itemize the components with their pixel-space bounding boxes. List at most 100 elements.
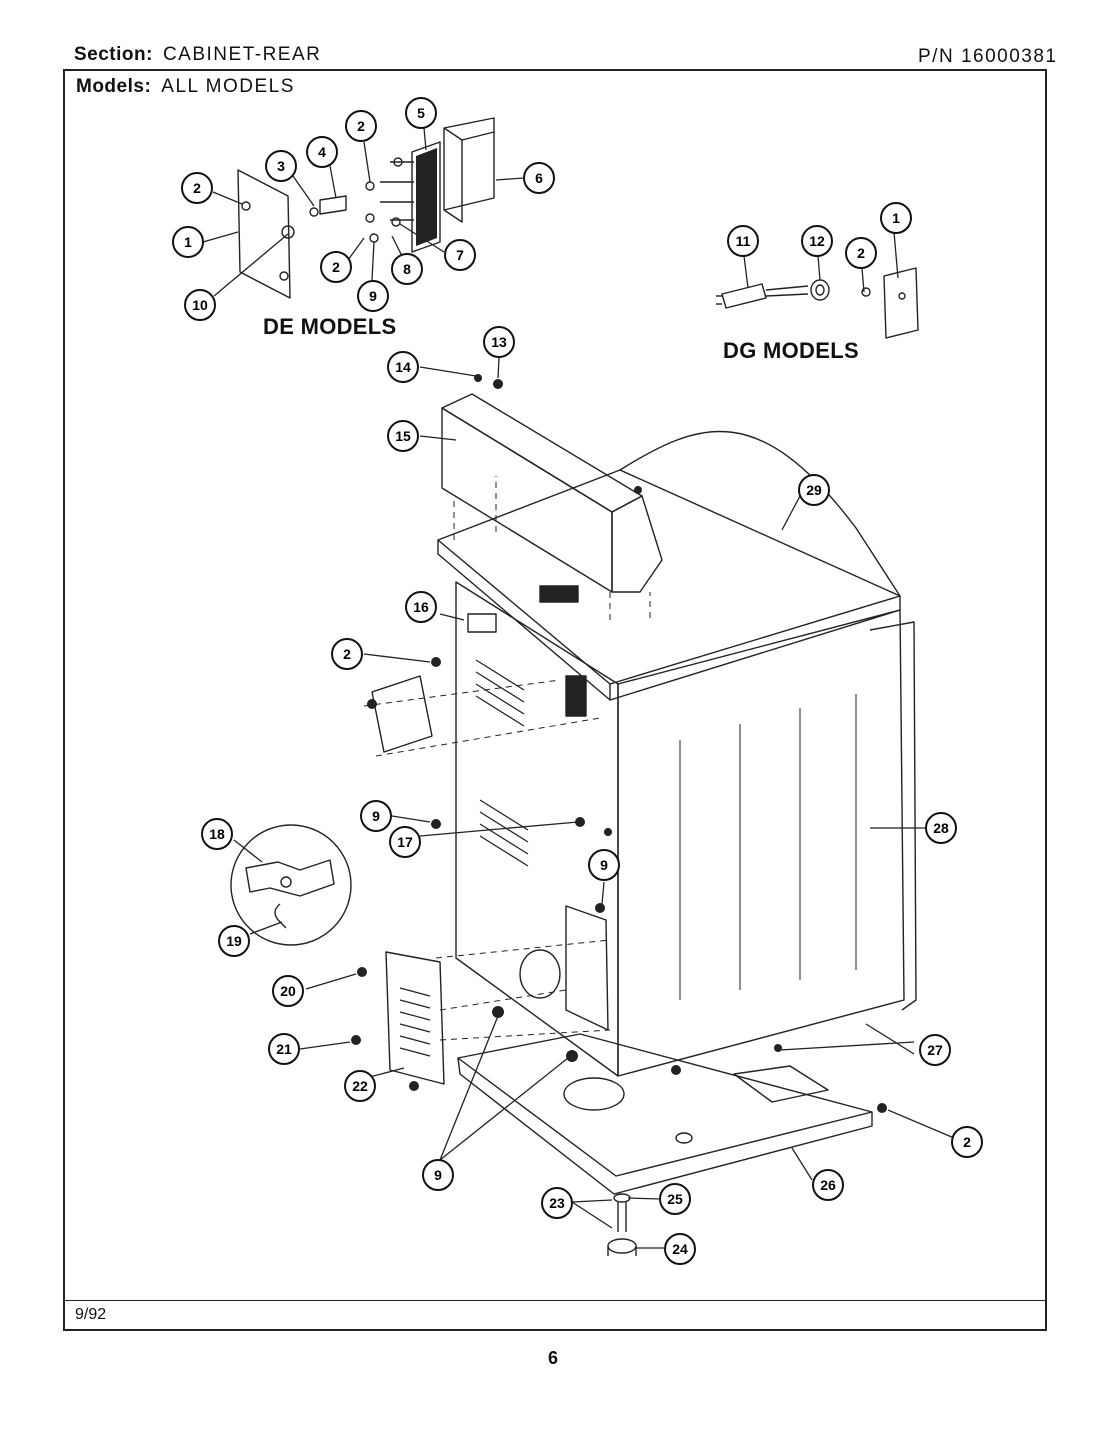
svg-text:14: 14: [395, 359, 411, 375]
callout-de-8: 8: [391, 253, 423, 285]
rear-terminal-block: [565, 675, 587, 717]
svg-text:16: 16: [413, 599, 429, 615]
top-panel-outline: [437, 469, 901, 685]
revision-date: 9/92: [75, 1306, 107, 1323]
dg-cord-bracket: [883, 267, 919, 339]
callout-18: 18: [201, 818, 233, 850]
svg-text:1: 1: [892, 210, 900, 226]
rear-vent-louvers: [475, 659, 529, 867]
svg-text:25: 25: [667, 1191, 683, 1207]
callout-19: 19: [218, 925, 250, 957]
access-cover-outline: [565, 905, 609, 1031]
exhaust-opening: [519, 949, 561, 999]
footer-bar: [63, 1300, 1047, 1331]
svg-text:11: 11: [736, 233, 751, 249]
callout-13: 13: [483, 326, 515, 358]
callout-de-2-left: 2: [181, 172, 213, 204]
page-number: 6: [548, 1348, 559, 1368]
base-pan-outline: [457, 1033, 873, 1177]
models-label: Models:: [76, 76, 152, 97]
svg-text:2: 2: [357, 118, 365, 134]
callout-24: 24: [664, 1233, 696, 1265]
models-heading: Models:ALL MODELS: [76, 76, 295, 98]
dg-cord-plug: [721, 283, 767, 309]
svg-text:4: 4: [318, 144, 326, 160]
callout-15: 15: [387, 420, 419, 452]
callout-de-2-top: 2: [345, 110, 377, 142]
svg-text:1: 1: [184, 234, 192, 250]
svg-text:2: 2: [857, 245, 865, 261]
console-label: [539, 585, 579, 603]
callout-de-1: 1: [172, 226, 204, 258]
toe-panel: [385, 951, 445, 1085]
svg-text:27: 27: [927, 1042, 943, 1058]
callout-2-base: 2: [951, 1126, 983, 1158]
svg-text:2: 2: [332, 259, 340, 275]
dg-models-title: DG MODELS: [723, 338, 859, 363]
svg-text:18: 18: [209, 826, 225, 842]
callout-26: 26: [812, 1169, 844, 1201]
detail-clip: [245, 859, 335, 897]
section-label: Section:: [74, 44, 153, 65]
callout-dg-12: 12: [801, 225, 833, 257]
callout-9-cabinet-upper: 9: [360, 800, 392, 832]
svg-text:9: 9: [369, 288, 377, 304]
de-terminal-block: [411, 141, 441, 253]
de-models-title: DE MODELS: [263, 314, 397, 339]
rear-mount-bracket: [371, 675, 433, 753]
callout-28: 28: [925, 812, 957, 844]
callout-de-7: 7: [444, 239, 476, 271]
base-pan-opening: [563, 1077, 625, 1111]
cabinet-side-panel: [617, 609, 905, 1077]
svg-text:26: 26: [820, 1177, 836, 1193]
callout-23: 23: [541, 1187, 573, 1219]
part-number: P/N 16000381: [918, 46, 1058, 67]
svg-text:9: 9: [434, 1167, 442, 1183]
callout-20: 20: [272, 975, 304, 1007]
callout-21: 21: [268, 1033, 300, 1065]
callout-27: 27: [919, 1034, 951, 1066]
dg-cord: [765, 285, 809, 297]
svg-text:9: 9: [600, 857, 608, 873]
svg-text:20: 20: [280, 983, 296, 999]
svg-text:13: 13: [491, 334, 507, 350]
toe-panel-outline: [385, 951, 445, 1085]
svg-text:12: 12: [809, 233, 825, 249]
de-strain-relief: [319, 195, 347, 215]
svg-text:10: 10: [192, 297, 208, 313]
de-terminal-block-assembly: [237, 117, 495, 299]
cabinet-rear-panel: [455, 581, 619, 1077]
callout-9-base: 9: [422, 1159, 454, 1191]
leader-lines: [202, 127, 955, 1249]
callout-bubbles: 1 2 3 4 2 5 6 7 8 9 2 10 11 12 2 1 13 14…: [172, 97, 983, 1265]
svg-text:9: 9: [372, 808, 380, 824]
de-bracket-hole: [281, 225, 295, 239]
svg-text:17: 17: [397, 834, 413, 850]
de-terminal-cover: [443, 117, 495, 211]
console-backsplash: [441, 393, 663, 603]
callout-16: 16: [405, 591, 437, 623]
callout-de-9: 9: [357, 280, 389, 312]
console-top: [441, 393, 643, 513]
svg-text:19: 19: [226, 933, 242, 949]
callout-de-2-bottom: 2: [320, 251, 352, 283]
svg-text:6: 6: [535, 170, 543, 186]
console-end: [611, 495, 663, 593]
svg-text:28: 28: [933, 820, 949, 836]
svg-text:21: 21: [276, 1041, 292, 1057]
cabinet-label-16: [467, 613, 497, 633]
callout-25: 25: [659, 1183, 691, 1215]
svg-text:22: 22: [352, 1078, 368, 1094]
projection-lines: [363, 476, 651, 1041]
svg-text:23: 23: [549, 1195, 565, 1211]
callout-dg-11: 11: [727, 225, 759, 257]
cabinet-body: [371, 581, 917, 1077]
detail-inset: [230, 824, 352, 946]
leg-foot-pad: [607, 1238, 637, 1254]
svg-text:2: 2: [963, 1134, 971, 1150]
de-terminal-block-fill: [416, 148, 437, 246]
top-panel: [437, 430, 901, 701]
de-bracket-hole-small: [279, 271, 289, 281]
svg-text:8: 8: [403, 261, 411, 277]
